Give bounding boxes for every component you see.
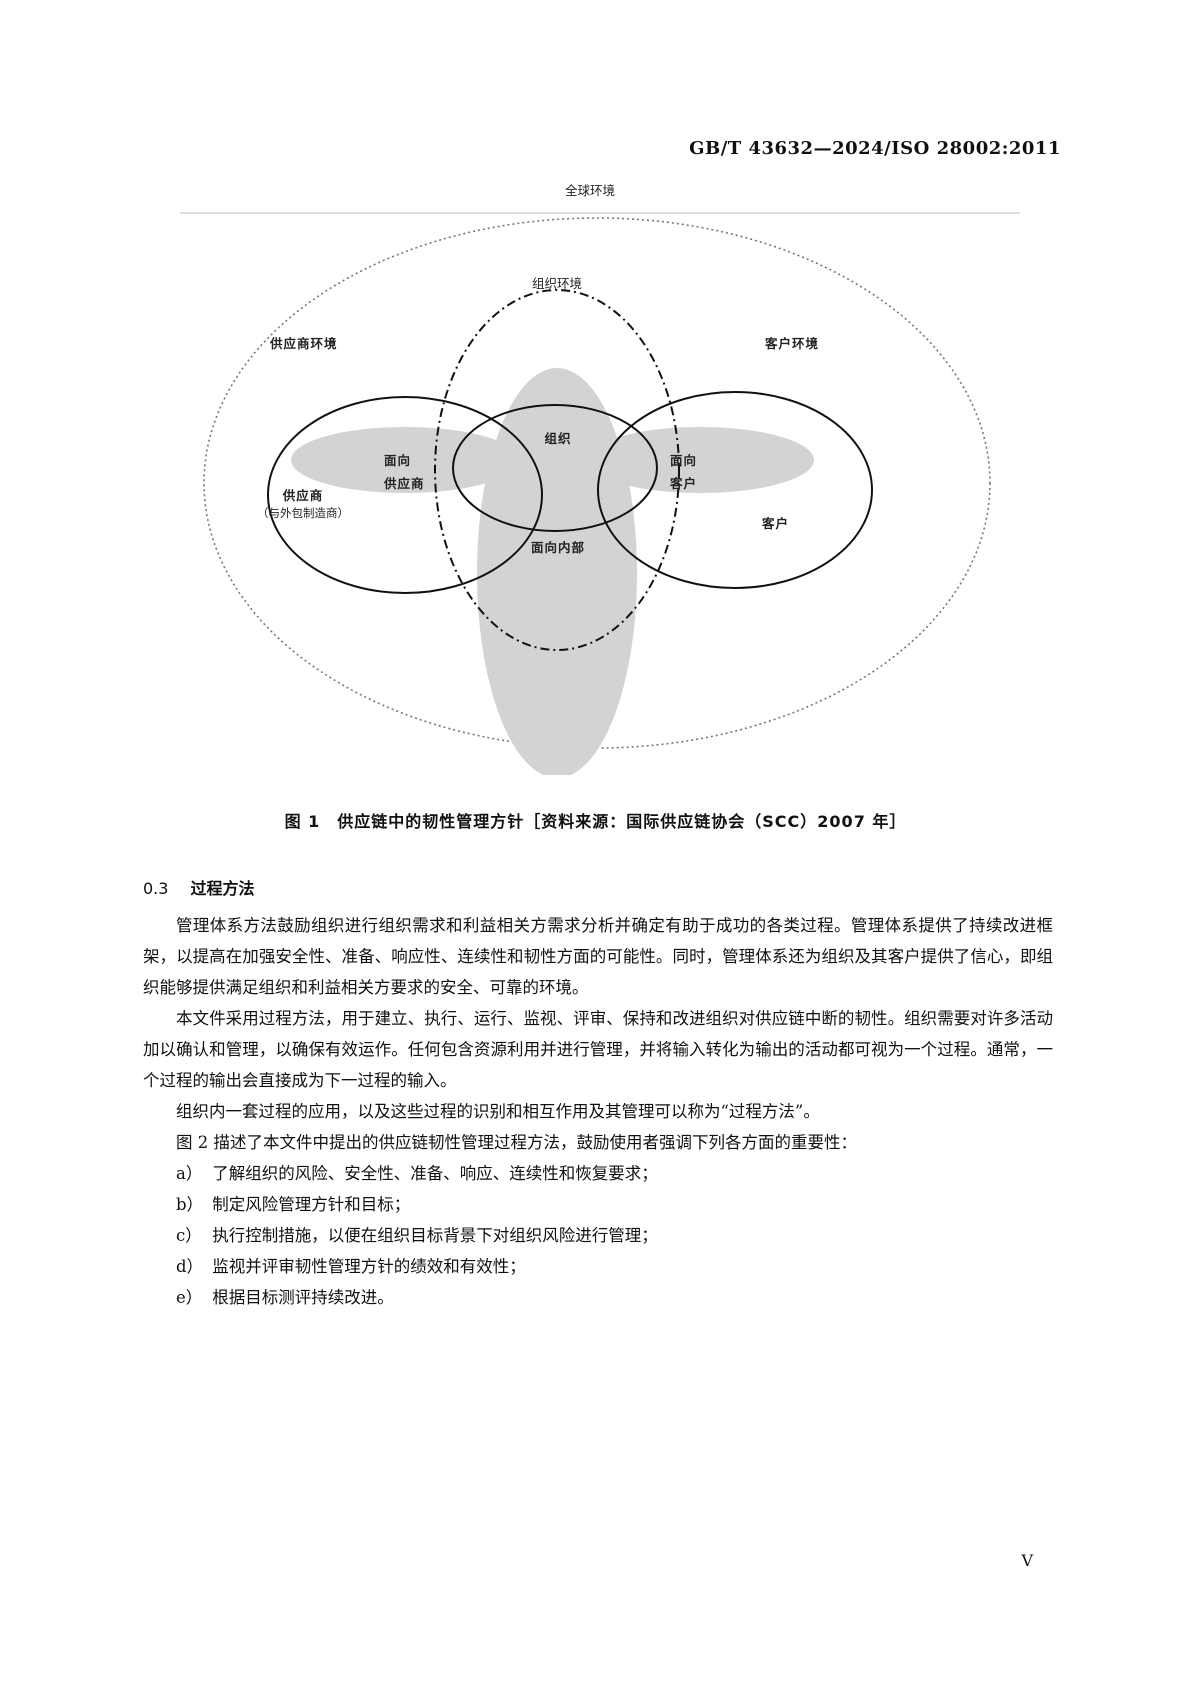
paragraph: 本文件采用过程方法，用于建立、执行、运行、监视、评审、保持和改进组织对供应链中断… <box>143 1009 1053 1090</box>
label-supplier: 供应商 <box>282 488 324 503</box>
supplier-circle <box>267 396 543 594</box>
customer-circle <box>597 391 873 589</box>
label-organization: 组织 <box>544 431 572 446</box>
section-number: 0.3 <box>143 879 169 898</box>
label-supplier-facing-2: 供应商 <box>384 476 425 491</box>
standard-code: GB/T 43632—2024/ISO 28002:2011 <box>689 138 1061 159</box>
label-org-env: 组织环境 <box>531 276 583 291</box>
section-body: 管理体系方法鼓励组织进行组织需求和利益相关方需求分析并确定有助于成功的各类过程。… <box>143 910 1053 1313</box>
label-customer: 客户 <box>762 516 790 531</box>
organization-circle <box>452 404 658 532</box>
list-item: b） 制定风险管理方针和目标； <box>143 1189 1053 1220</box>
resilience-diagram: 全球环境 组织环境 供应商环境 客户环境 组织 面向 供应商 面向 客户 供应商… <box>180 183 1020 775</box>
label-supplier-note: （与外包制造商） <box>257 506 349 520</box>
list-item: e） 根据目标测评持续改进。 <box>143 1282 1053 1313</box>
list-marker: c） <box>176 1226 202 1245</box>
paragraph: 管理体系方法鼓励组织进行组织需求和利益相关方需求分析并确定有助于成功的各类过程。… <box>143 916 1053 997</box>
section-heading: 0.3 过程方法 <box>143 875 254 899</box>
label-global-env: 全球环境 <box>564 183 616 198</box>
label-supplier-env: 供应商环境 <box>270 336 338 351</box>
list-marker: a） <box>176 1164 203 1183</box>
list-marker: b） <box>176 1195 204 1214</box>
figure-caption: 图 1 供应链中的韧性管理方针［资料来源：国际供应链协会（SCC）2007 年］ <box>284 812 907 831</box>
page-number: V <box>1021 1551 1033 1570</box>
label-supplier-facing-1: 面向 <box>384 453 412 468</box>
list-item: c） 执行控制措施，以便在组织目标背景下对组织风险进行管理； <box>143 1220 1053 1251</box>
paragraph: 图 2 描述了本文件中提出的供应链韧性管理过程方法，鼓励使用者强调下列各方面的重… <box>176 1133 857 1152</box>
org-env-boundary <box>434 289 680 651</box>
customer-facing-zone <box>586 427 814 493</box>
label-customer-facing-2: 客户 <box>670 476 698 491</box>
list-text: 制定风险管理方针和目标； <box>212 1195 411 1214</box>
list-text: 执行控制措施，以便在组织目标背景下对组织风险进行管理； <box>212 1226 658 1245</box>
list-item: d） 监视并评审韧性管理方针的绩效和有效性； <box>143 1251 1053 1282</box>
label-internal-facing: 面向内部 <box>530 540 586 555</box>
list-text: 监视并评审韧性管理方针的绩效和有效性； <box>212 1257 526 1276</box>
section-title: 过程方法 <box>190 879 255 898</box>
paragraph: 组织内一套过程的应用，以及这些过程的识别和相互作用及其管理可以称为“过程方法”。 <box>176 1102 820 1121</box>
label-customer-facing-1: 面向 <box>670 453 698 468</box>
diagram-graphic <box>180 212 1020 775</box>
label-customer-env: 客户环境 <box>765 336 820 351</box>
list-marker: d） <box>176 1257 204 1276</box>
list-item: a） 了解组织的风险、安全性、准备、响应、连续性和恢复要求； <box>143 1158 1053 1189</box>
list-text: 根据目标测评持续改进。 <box>212 1288 394 1307</box>
list-text: 了解组织的风险、安全性、准备、响应、连续性和恢复要求； <box>212 1164 658 1183</box>
list-marker: e） <box>176 1288 203 1307</box>
